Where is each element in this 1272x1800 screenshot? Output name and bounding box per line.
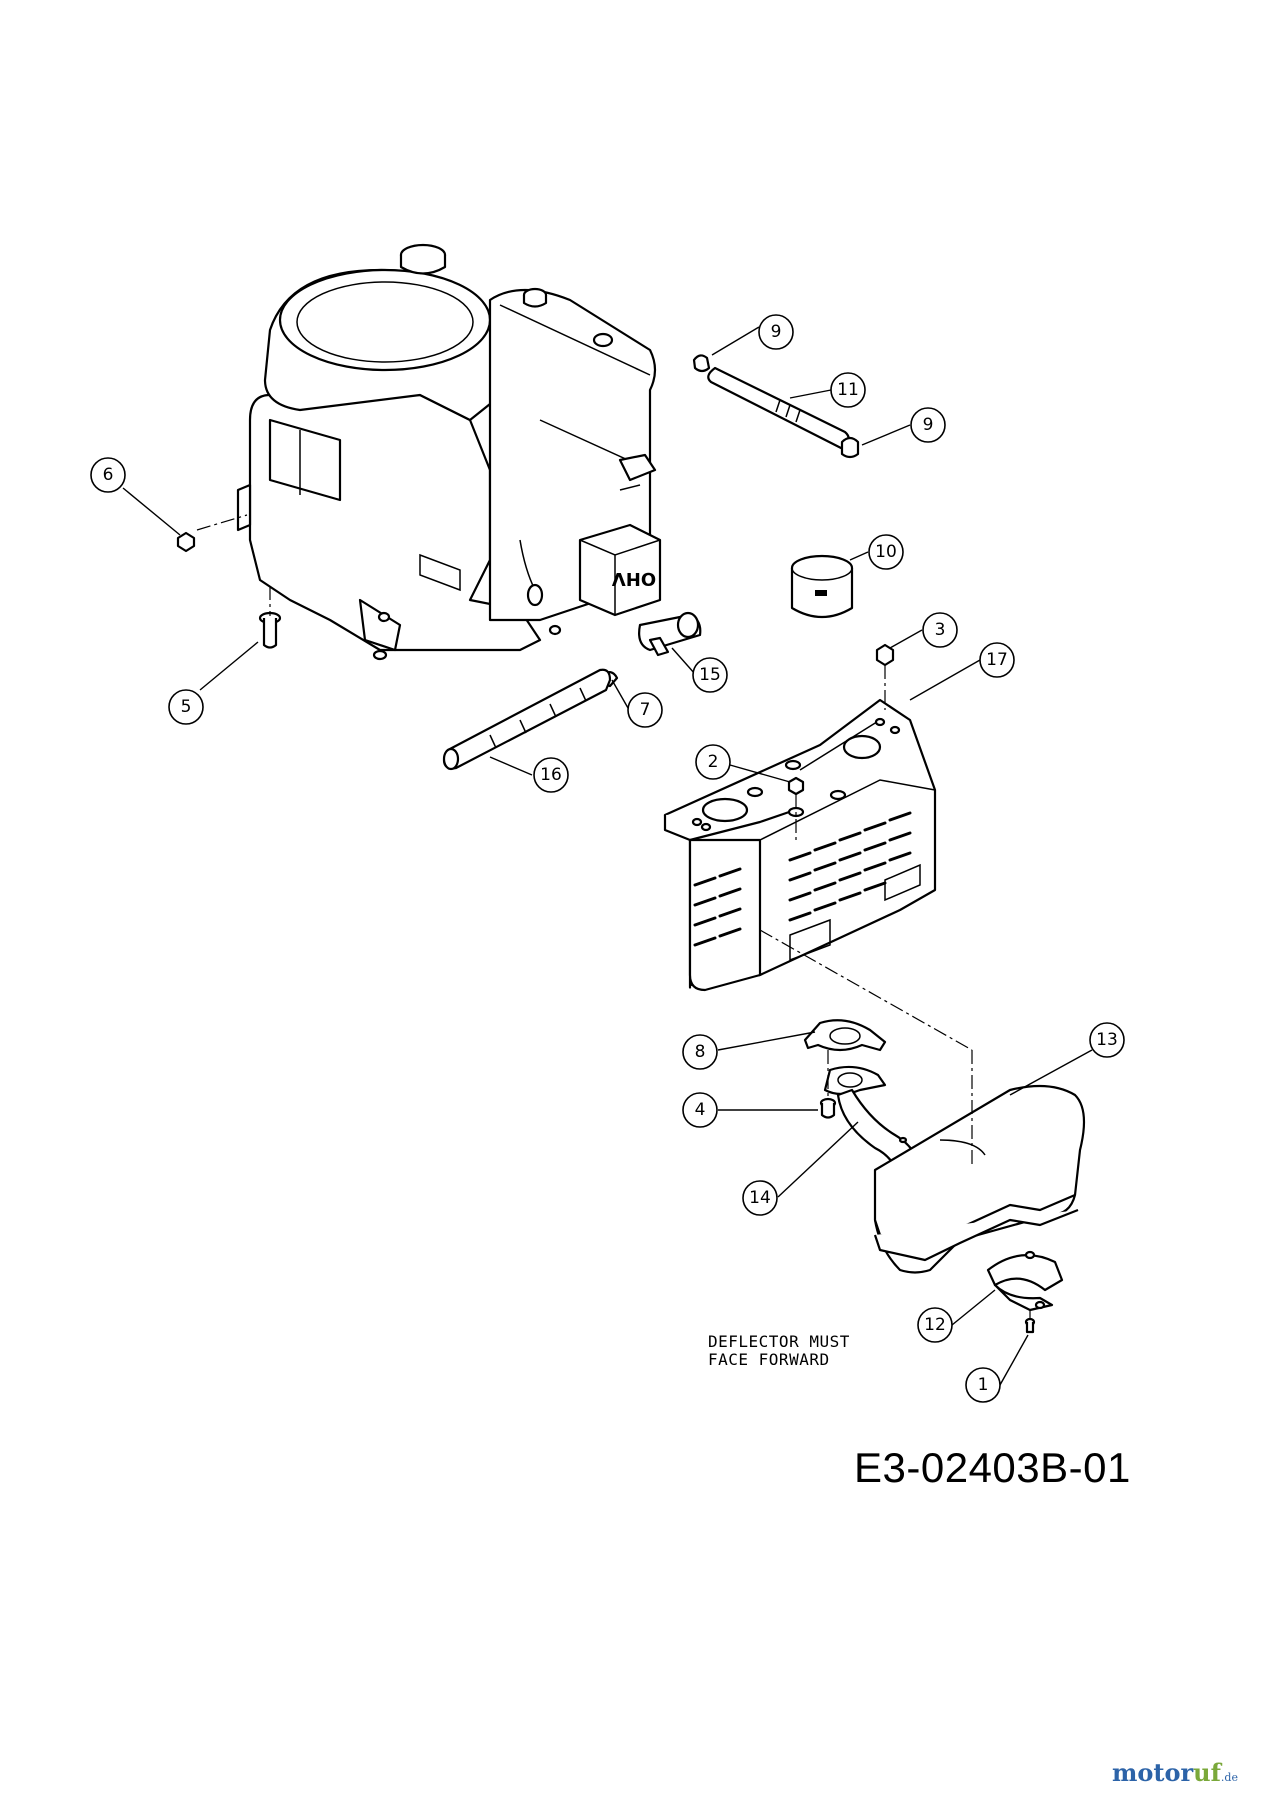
callout-label: 12 (924, 1315, 946, 1335)
callout-label: 17 (986, 650, 1008, 670)
part-3-nut (875, 643, 895, 667)
callout-label: 9 (923, 415, 934, 435)
callout-label: 1 (978, 1375, 989, 1395)
callout-14: 14 (742, 1180, 778, 1216)
callout-label: 16 (540, 765, 562, 785)
note-line-2: FACE FORWARD (708, 1350, 830, 1369)
callout-4: 4 (682, 1092, 718, 1128)
callout-label: 13 (1096, 1030, 1118, 1050)
callout-label: 8 (695, 1042, 706, 1062)
engine: OHV (236, 243, 662, 661)
callout-label: 5 (181, 697, 192, 717)
leader-lines (122, 326, 1093, 1386)
callout-label: 4 (695, 1100, 706, 1120)
watermark-logo: motoruf.de (1112, 1758, 1238, 1787)
callout-9-lower: 9 (910, 407, 946, 443)
part-16-fuel-line (442, 668, 612, 771)
note-line-1: DEFLECTOR MUST (708, 1332, 850, 1351)
callout-7: 7 (627, 692, 663, 728)
callout-6: 6 (90, 457, 126, 493)
callout-15: 15 (692, 657, 728, 693)
part-9-clamp-upper (692, 354, 711, 373)
part-15-valve (638, 611, 702, 657)
callout-10: 10 (868, 534, 904, 570)
part-1-screw (1024, 1317, 1036, 1334)
callout-9-upper: 9 (758, 314, 794, 350)
callout-label: 14 (749, 1188, 771, 1208)
part-12-deflector (986, 1250, 1064, 1312)
part-10-oil-filter (790, 554, 854, 618)
watermark-accent: uf (1193, 1758, 1221, 1787)
callout-3: 3 (922, 612, 958, 648)
drawing-number: E3-02403B-01 (854, 1444, 1131, 1491)
callout-label: 6 (103, 465, 114, 485)
part-13-muffler (873, 1084, 1086, 1274)
watermark-main: motor (1112, 1758, 1194, 1787)
callout-11: 11 (830, 372, 866, 408)
callout-label: 11 (837, 380, 859, 400)
callout-label: 10 (875, 542, 897, 562)
callout-13: 13 (1089, 1022, 1125, 1058)
part-4-bolt (819, 1097, 837, 1119)
part-2-bolt (787, 776, 805, 796)
alignment-lines (196, 514, 1031, 1320)
deflector-note: DEFLECTOR MUST FACE FORWARD (708, 1333, 850, 1369)
callout-label: 3 (935, 620, 946, 640)
callout-2: 2 (695, 744, 731, 780)
callout-12: 12 (917, 1307, 953, 1343)
engine-ohv-label: OHV (612, 568, 656, 589)
part-9-clamp-lower (840, 436, 860, 459)
callout-label: 15 (699, 665, 721, 685)
callout-8: 8 (682, 1034, 718, 1070)
callout-17: 17 (979, 642, 1015, 678)
part-5-bolt (258, 611, 282, 649)
callout-label: 7 (640, 700, 651, 720)
watermark-suffix: .de (1220, 1771, 1238, 1784)
callout-1: 1 (965, 1367, 1001, 1403)
part-17-heat-shield (663, 698, 937, 992)
part-8-gasket (803, 1019, 887, 1052)
callout-16: 16 (533, 757, 569, 793)
callout-label: 2 (708, 752, 719, 772)
part-11-hose (707, 366, 850, 450)
part-6-nut (176, 531, 196, 553)
callout-5: 5 (168, 689, 204, 725)
callout-label: 9 (771, 322, 782, 342)
